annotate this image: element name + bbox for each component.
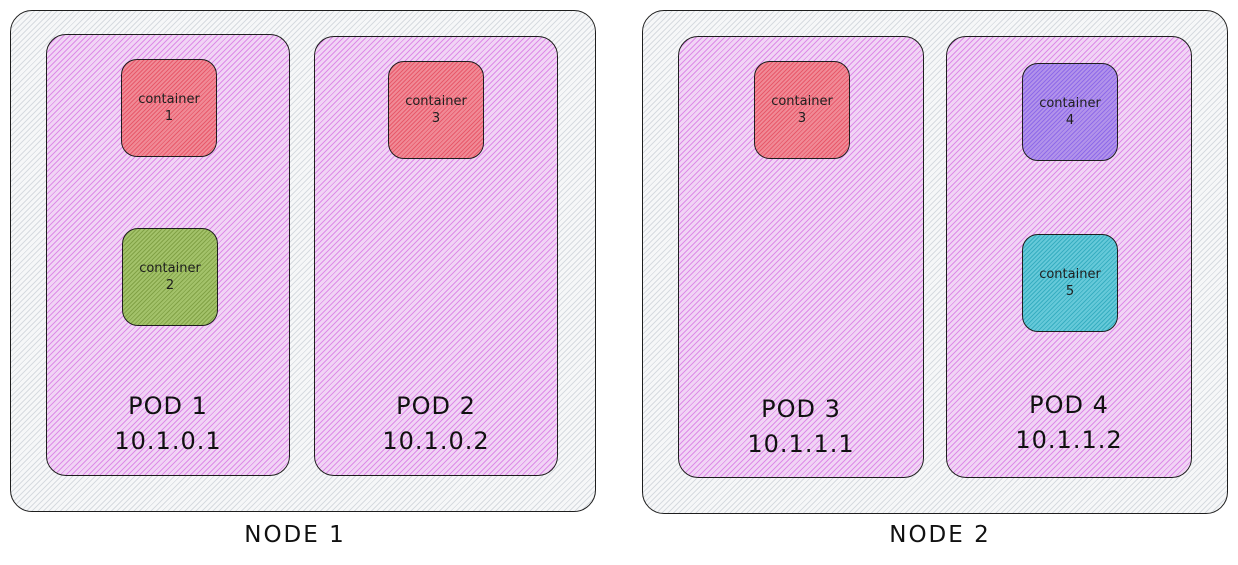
pod-4-ip: 10.1.1.2 [1015,426,1123,454]
container-3-node-1: container 3 [388,61,484,159]
pod-1-box: container 1 container 2 POD 1 10.1.0.1 [46,34,290,476]
pod-2-name: POD 2 [396,392,476,420]
pod-4-box: container 4 container 5 POD 4 10.1.1.2 [946,36,1192,478]
pod-3-ip: 10.1.1.1 [747,430,855,458]
node-1-label: NODE 1 [244,522,346,548]
container-1-word: container [138,92,200,107]
container-3-number: 3 [431,111,441,126]
container-5: container 5 [1022,234,1118,332]
container-5-word: container [1039,267,1101,282]
container-2: container 2 [122,228,218,326]
node-2-label: NODE 2 [889,522,991,548]
container-2-number: 2 [165,278,175,293]
container-5-number: 5 [1065,284,1075,299]
pod-2-ip: 10.1.0.2 [382,427,490,455]
container-1: container 1 [121,59,217,157]
pod-4-name: POD 4 [1029,391,1109,419]
container-2-word: container [139,261,201,276]
container-4-word: container [1039,96,1101,111]
container-4: container 4 [1022,63,1118,161]
container-3-word: container [405,94,467,109]
container-3-node-2: container 3 [754,61,850,159]
container-3b-word: container [771,94,833,109]
container-4-number: 4 [1065,113,1075,128]
pod-1-name: POD 1 [128,392,208,420]
container-3b-number: 3 [797,111,807,126]
pod-3-name: POD 3 [761,395,841,423]
pod-3-box: container 3 POD 3 10.1.1.1 [678,36,924,478]
pod-1-ip: 10.1.0.1 [114,427,222,455]
pod-2-box: container 3 POD 2 10.1.0.2 [314,36,558,476]
container-1-number: 1 [164,109,174,124]
